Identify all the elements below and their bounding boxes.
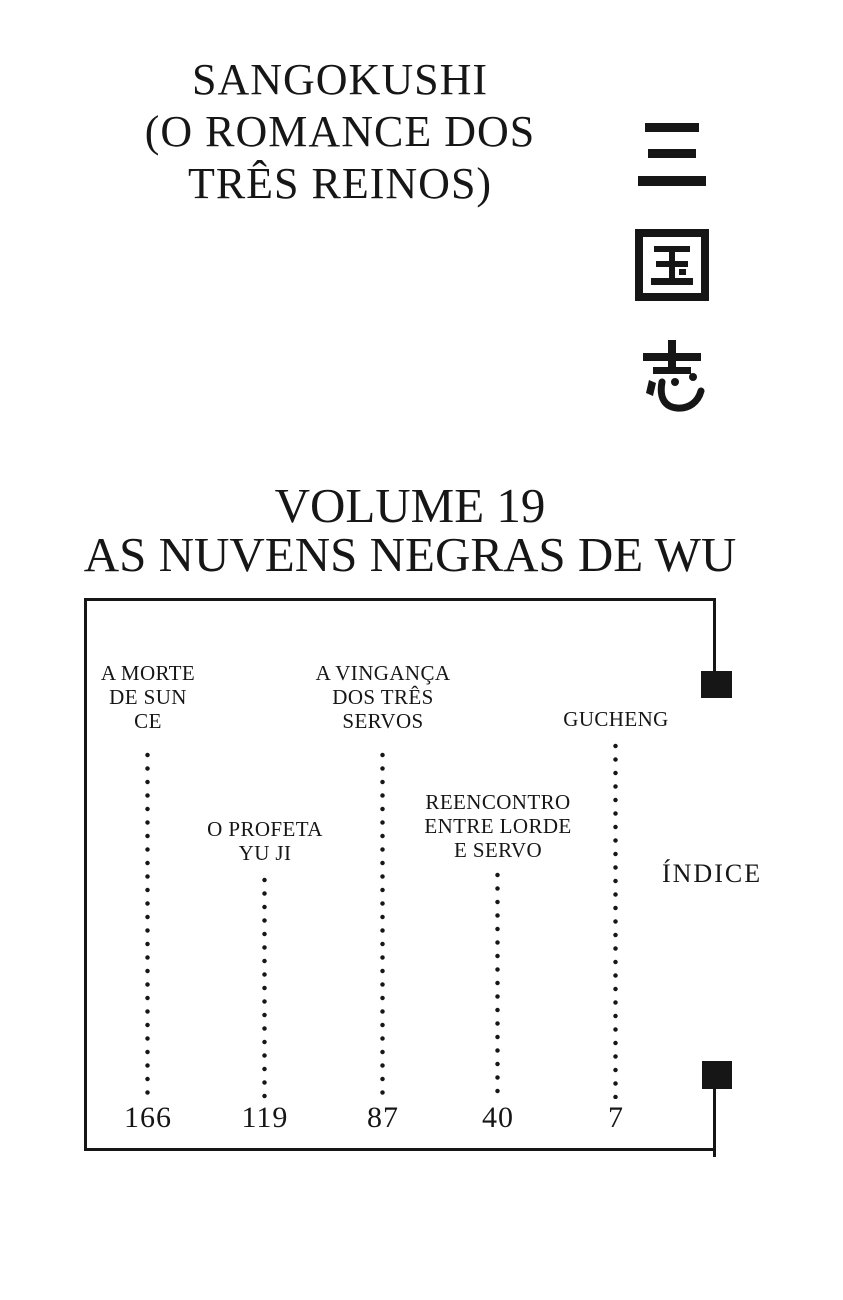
series-title: SANGOKUSHI (O ROMANCE DOS TRÊS REINOS) [95,54,585,210]
chapter-title-4-line-3: E SERVO [453,838,543,862]
page-number-3: 87 [367,1101,399,1134]
chapter-title-3-line-2: DOS TRÊS [332,685,434,709]
chapter-title-1-line-3: CE [134,709,162,733]
kanji-char-san [638,123,706,186]
dotted-leader-1 [145,749,150,1099]
page-number-5: 7 [608,1101,624,1134]
page-number-1: 166 [124,1101,172,1134]
chapter-title-1: A MORTE DE SUN CE [58,661,238,733]
chapter-title-5-line-1: GUCHENG [563,707,669,731]
index-label: ÍNDICE [662,859,763,888]
chapter-title-2-line-2: YU JI [238,841,292,865]
dotted-leader-4 [495,869,500,1099]
chapter-title-3-line-3: SERVOS [342,709,424,733]
kanji-char-shi [643,340,705,412]
chapter-title-5: GUCHENG [526,707,706,731]
series-title-line-2: (O ROMANCE DOS [144,107,536,156]
page-number-2: 119 [241,1101,289,1134]
chapter-title-3: A VINGANÇA DOS TRÊS SERVOS [293,661,473,733]
chapter-title-4-line-1: REENCONTRO [425,790,571,814]
chapter-title-1-line-2: DE SUN [109,685,187,709]
kanji-title-column [632,116,712,418]
series-title-line-1: SANGOKUSHI [191,55,489,104]
index-box-right-segment-top [713,598,716,674]
chapter-title-1-line-1: A MORTE [100,661,196,685]
page-number-4: 40 [482,1101,514,1134]
kanji-char-koku [635,229,709,301]
chapter-title-2: O PROFETA YU JI [175,817,355,865]
volume-subtitle-line: AS NUVENS NEGRAS DE WU [83,527,737,582]
corner-square-top [701,671,732,698]
series-title-line-3: TRÊS REINOS) [187,159,493,208]
chapter-title-4-line-2: ENTRE LORDE [424,814,572,838]
volume-number-line: VOLUME 19 [274,478,546,533]
chapter-title-2-line-1: O PROFETA [207,817,323,841]
chapter-title-4: REENCONTRO ENTRE LORDE E SERVO [408,790,588,862]
dotted-leader-2 [262,874,267,1099]
index-box-right-segment-bottom [713,1086,716,1157]
dotted-leader-3 [380,749,385,1099]
index-box [84,598,713,1151]
corner-square-bottom [702,1061,732,1089]
dotted-leader-5 [613,740,618,1099]
volume-title: VOLUME 19 AS NUVENS NEGRAS DE WU [60,481,760,579]
chapter-title-3-line-1: A VINGANÇA [315,661,451,685]
